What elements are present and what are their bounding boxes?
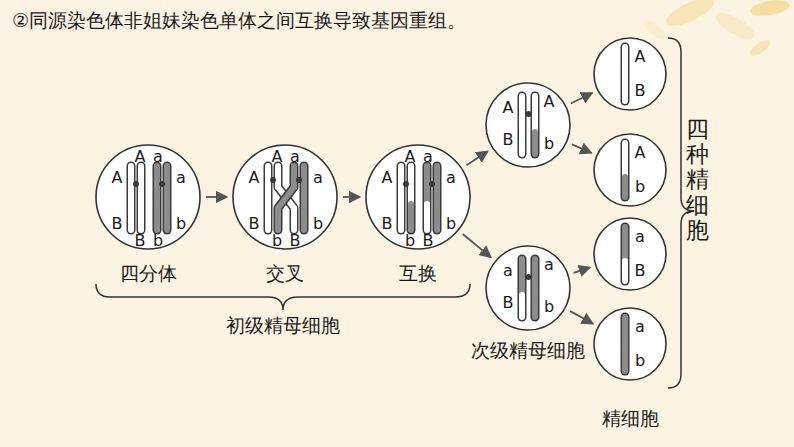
cell-circle: Ab — [593, 133, 667, 207]
gene-label: b — [176, 216, 186, 232]
chromatid — [131, 166, 167, 230]
cell-circle: AAaaBBbb四分体 — [95, 144, 201, 250]
arrow — [570, 311, 593, 324]
gene-label: B — [112, 216, 123, 232]
gene-label: b — [544, 136, 554, 152]
cell-outline — [232, 144, 338, 250]
cell-outline — [485, 245, 571, 331]
gene-label: B — [382, 216, 393, 232]
chromatid — [401, 166, 437, 230]
group-label: 四种精细胞 — [686, 117, 709, 243]
chromatid — [268, 166, 304, 230]
cell-outline — [485, 82, 571, 168]
chromatid — [522, 259, 535, 317]
stage-caption: 交叉 — [266, 264, 304, 283]
chromatid — [625, 47, 626, 101]
gene-label: b — [635, 353, 645, 369]
cell-outline — [365, 144, 471, 250]
gene-label: b — [153, 233, 163, 249]
gene-label: B — [635, 263, 646, 279]
gene-label: A — [635, 145, 646, 161]
cell-circle: AAaaBbBb交叉 — [232, 144, 338, 250]
cell-outline — [593, 307, 667, 381]
gene-label: B — [135, 233, 146, 249]
chromatid — [625, 227, 626, 281]
gene-label: a — [313, 170, 323, 186]
chromatid — [625, 317, 626, 371]
gene-label: b — [635, 179, 645, 195]
arrow — [572, 144, 592, 153]
gene-label: B — [635, 83, 646, 99]
arrow — [571, 93, 593, 104]
stage-label: 初级精母细胞 — [226, 314, 340, 337]
stage-label: 精细胞 — [602, 407, 659, 430]
gene-label: A — [382, 170, 393, 186]
gene-label: A — [635, 49, 646, 65]
gene-label: A — [405, 149, 416, 165]
cell-circle: AB — [593, 37, 667, 111]
gene-label: A — [544, 94, 555, 110]
cell-outline — [593, 133, 667, 207]
gene-label: A — [112, 170, 123, 186]
arrow — [206, 196, 227, 198]
arrow — [463, 234, 491, 257]
gene-label: a — [503, 263, 513, 279]
gene-label: A — [249, 170, 260, 186]
gene-label: B — [290, 233, 301, 249]
cell-outline — [95, 144, 201, 250]
gene-label: A — [272, 149, 283, 165]
cell-outline — [593, 37, 667, 111]
gene-label: a — [635, 229, 645, 245]
gene-label: B — [503, 132, 514, 148]
gene-label: b — [313, 216, 323, 232]
cell-circle: AABb — [485, 82, 571, 168]
gene-label: a — [153, 149, 163, 165]
leaf-decoration — [641, 0, 791, 59]
bracket — [96, 284, 470, 310]
arrow — [343, 196, 360, 198]
gene-label: b — [272, 233, 282, 249]
gene-label: a — [544, 257, 554, 273]
gene-label: B — [249, 216, 260, 232]
stage-caption: 互换 — [399, 264, 437, 283]
arrow — [574, 267, 591, 273]
gene-label: b — [544, 299, 554, 315]
chromatid — [522, 96, 535, 154]
gene-label: B — [503, 295, 514, 311]
gene-label: a — [635, 319, 645, 335]
gene-label: a — [423, 149, 433, 165]
cell-circle: AAaaBbBb互换 — [365, 144, 471, 250]
gene-label: A — [135, 149, 146, 165]
title: ②同源染色体非姐妹染色单体之间互换导致基因重组。 — [12, 8, 466, 34]
chromatid — [625, 143, 626, 197]
stage-caption: 四分体 — [120, 264, 177, 283]
arrow — [467, 151, 488, 165]
gene-label: B — [423, 233, 434, 249]
cell-circle: ab — [593, 307, 667, 381]
cell-circle: aB — [593, 217, 667, 291]
gene-label: a — [176, 170, 186, 186]
gene-label: b — [446, 216, 456, 232]
cell-outline — [593, 217, 667, 291]
gene-label: A — [503, 100, 514, 116]
gene-label: b — [405, 233, 415, 249]
cell-circle: aaBb — [485, 245, 571, 331]
gene-label: a — [446, 170, 456, 186]
stage-label: 次级精母细胞 — [471, 339, 585, 362]
gene-label: a — [290, 149, 300, 165]
